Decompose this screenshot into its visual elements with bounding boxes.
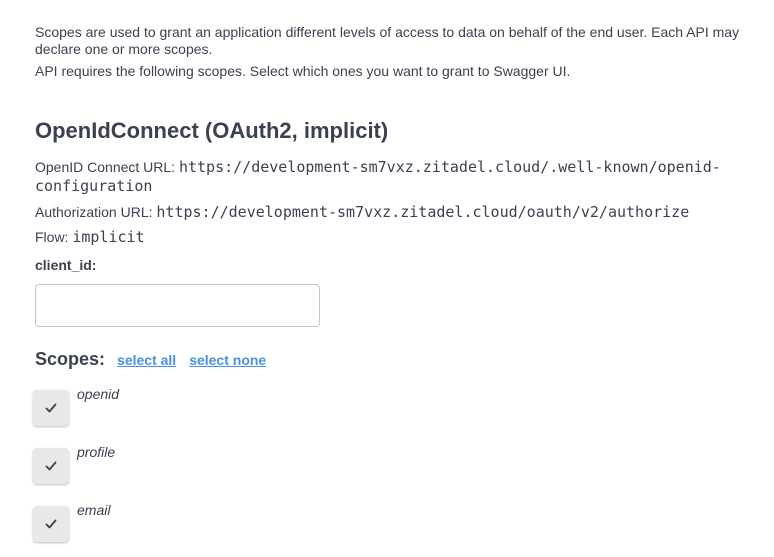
- scopes-instruction: API requires the following scopes. Selec…: [35, 63, 571, 79]
- scope-checkbox-email[interactable]: [33, 506, 69, 542]
- scope-item-openid[interactable]: openid: [33, 383, 745, 441]
- scopes-title: Scopes:: [35, 349, 106, 369]
- scope-checkbox-openid[interactable]: [33, 390, 69, 426]
- openid-url-value: https://development-sm7vxz.zitadel.cloud…: [35, 158, 721, 195]
- scopes-description: Scopes are used to grant an application …: [35, 24, 740, 57]
- checkmark-icon: [45, 461, 57, 471]
- select-all-link[interactable]: select all: [117, 352, 177, 368]
- flow-value: implicit: [72, 228, 145, 246]
- flow-label: Flow:: [35, 229, 69, 245]
- select-none-link[interactable]: select none: [189, 352, 267, 368]
- auth-dialog-content: Scopes are used to grant an application …: [33, 24, 745, 557]
- scope-label-email: email: [77, 502, 111, 518]
- scope-label-openid: openid: [77, 386, 120, 402]
- authorization-url-line: Authorization URL: https://development-s…: [35, 203, 745, 222]
- auth-title: OpenIdConnect (OAuth2, implicit): [35, 118, 389, 143]
- authorization-url-value: https://development-sm7vxz.zitadel.cloud…: [156, 203, 690, 221]
- checkmark-icon: [45, 403, 57, 413]
- flow-line: Flow: implicit: [35, 228, 745, 247]
- openid-url-label: OpenID Connect URL:: [35, 159, 176, 175]
- scope-label-profile: profile: [77, 444, 116, 460]
- scope-item-profile[interactable]: profile: [33, 441, 745, 499]
- authorization-url-label: Authorization URL:: [35, 204, 153, 220]
- checkmark-icon: [45, 519, 57, 529]
- scope-checkbox-profile[interactable]: [33, 448, 69, 484]
- scopes-header: Scopes: select all select none: [35, 349, 745, 370]
- openid-url-line: OpenID Connect URL: https://development-…: [35, 158, 745, 196]
- client-id-input[interactable]: [35, 284, 320, 327]
- scope-list: openid profile email: [33, 383, 745, 557]
- scope-item-email[interactable]: email: [33, 499, 745, 557]
- client-id-label: client_id:: [35, 257, 97, 273]
